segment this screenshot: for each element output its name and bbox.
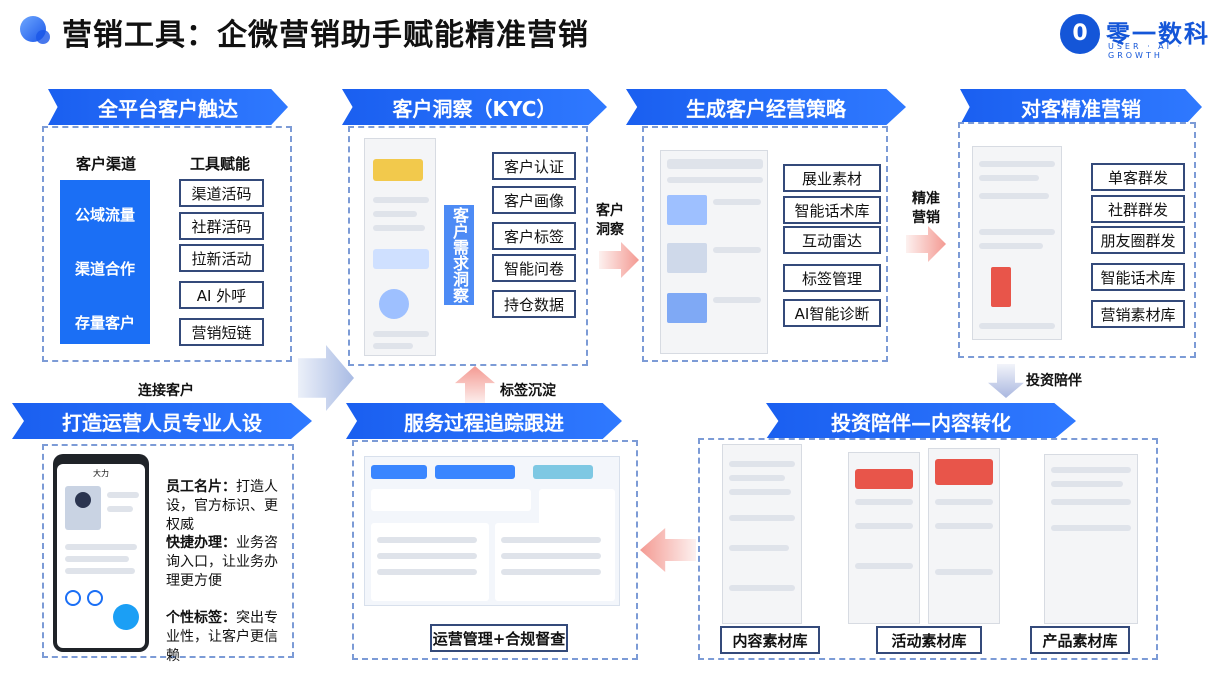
- kyc-holdings-data: 持仓数据: [492, 290, 576, 318]
- content-phone-2: [848, 452, 920, 624]
- strategy-tag-management: 标签管理: [783, 264, 881, 292]
- ops-compliance-label: 运营管理+合规督查: [430, 624, 568, 652]
- channel-column: 公域流量 渠道合作 存量客户: [60, 180, 150, 344]
- caption-connect-customer: 连接客户: [138, 383, 194, 399]
- tool-marketing-shortlink: 营销短链: [179, 318, 264, 346]
- tracking-dashboard-screenshot: [364, 456, 620, 606]
- precision-moments-broadcast: 朋友圈群发: [1091, 226, 1185, 254]
- caption-investment-companion: 投资陪伴: [1026, 373, 1082, 389]
- section-banner-strategy: 生成客户经营策略: [626, 89, 906, 125]
- flow-arrow-right-big: [298, 345, 354, 411]
- persona-phone-screenshot: 大力: [53, 454, 149, 652]
- section-banner-persona: 打造运营人员专业人设: [12, 403, 312, 439]
- section-banner-tracking: 服务过程追踪跟进: [346, 403, 622, 439]
- flow-arrow-right-2: [906, 226, 946, 262]
- tool-column-header: 工具赋能: [190, 155, 251, 173]
- section-banner-kyc: 客户洞察（KYC）: [342, 89, 607, 125]
- kyc-phone-screenshot: [364, 138, 436, 356]
- persona-point-business-card: 员工名片：打造人设，官方标识、更权威: [166, 479, 278, 533]
- content-phone-1: [722, 444, 802, 624]
- persona-point-quick-service: 快捷办理：业务咨询入口，让业务办理更方便: [166, 535, 278, 589]
- brand-tagline: USER · AI · GROWTH: [1108, 42, 1184, 60]
- precision-single-broadcast: 单客群发: [1091, 163, 1185, 191]
- content-phone-4: [1044, 454, 1138, 624]
- phone-business-icon-2: [87, 590, 103, 606]
- strategy-interaction-radar: 互动雷达: [783, 226, 881, 254]
- precision-material-library: 营销素材库: [1091, 300, 1185, 328]
- persona-point-personal-tags: 个性标签：突出专业性，让客户更信赖: [166, 610, 278, 664]
- tool-acquisition-campaign: 拉新活动: [179, 244, 264, 272]
- section-banner-reach: 全平台客户触达: [48, 89, 288, 125]
- flow-arrow-up: [455, 366, 495, 404]
- flow-arrow-left: [640, 528, 696, 572]
- strategy-ai-diagnosis: AI智能诊断: [783, 299, 881, 327]
- flow-arrow-down: [988, 364, 1024, 398]
- page-title: 营销工具：企微营销助手赋能精准营销: [62, 18, 589, 53]
- tool-channel-qrcode: 渠道活码: [179, 179, 264, 207]
- flow-arrow-right: [599, 242, 639, 278]
- library-content-materials: 内容素材库: [720, 626, 820, 654]
- kyc-smart-survey: 智能问卷: [492, 254, 576, 282]
- title-decoration-dot-small: [36, 30, 50, 44]
- section-banner-precision: 对客精准营销: [960, 89, 1202, 125]
- section-banner-content-conversion: 投资陪伴—内容转化: [766, 403, 1076, 439]
- channel-partner: 渠道合作: [74, 260, 135, 278]
- phone-business-icon: [65, 590, 81, 606]
- tool-group-qrcode: 社群活码: [179, 212, 264, 240]
- customer-needs-insight-label: 客户需求洞察: [444, 205, 474, 305]
- side-label-precision-marketing: 精准营销: [912, 191, 940, 226]
- library-activity-materials: 活动素材库: [876, 626, 982, 654]
- strategy-phone-screenshot: [660, 150, 768, 354]
- channel-public-traffic: 公域流量: [74, 206, 135, 224]
- strategy-script-library: 智能话术库: [783, 196, 881, 224]
- brand-logo-icon: 0: [1060, 14, 1100, 54]
- caption-tag-accumulation: 标签沉淀: [500, 383, 556, 399]
- tool-ai-call: AI 外呼: [179, 281, 264, 309]
- kyc-customer-tags: 客户标签: [492, 222, 576, 250]
- side-label-customer-insight: 客户洞察: [596, 203, 624, 238]
- kyc-customer-profile: 客户画像: [492, 186, 576, 214]
- phone-contact-name: 大力: [93, 469, 109, 478]
- channel-existing-customers: 存量客户: [74, 314, 135, 332]
- phone-consult-button: [113, 604, 139, 630]
- phone-avatar-person-icon: [75, 492, 91, 508]
- kyc-customer-auth: 客户认证: [492, 152, 576, 180]
- strategy-sales-materials: 展业素材: [783, 164, 881, 192]
- library-product-materials: 产品素材库: [1030, 626, 1130, 654]
- precision-group-broadcast: 社群群发: [1091, 195, 1185, 223]
- brand-name: 零一数科: [1106, 20, 1210, 48]
- channel-column-header: 客户渠道: [76, 155, 137, 173]
- precision-phone-screenshot: [972, 146, 1062, 340]
- precision-script-library: 智能话术库: [1091, 263, 1185, 291]
- content-phone-3: [928, 448, 1000, 624]
